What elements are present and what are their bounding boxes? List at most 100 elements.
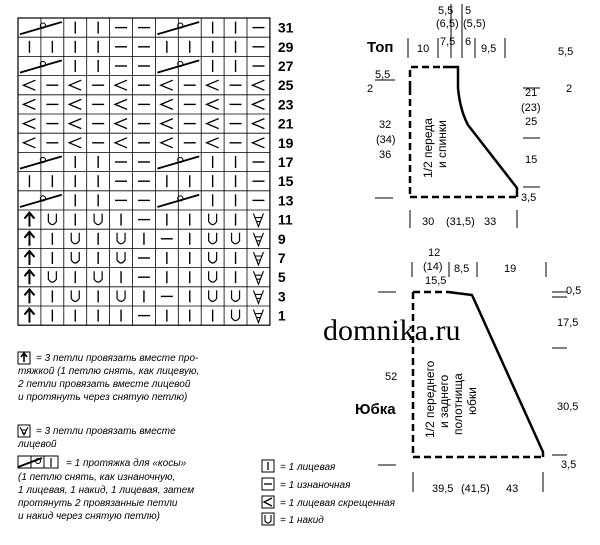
legend-text-2: тяжкой (1 петлю снять, как лицевую, bbox=[18, 366, 199, 377]
dim-19: 19 bbox=[504, 263, 516, 275]
legend-text-8: (1 петлю снять, как изнаночную, bbox=[18, 472, 175, 483]
dim-21: 21 bbox=[525, 87, 537, 99]
stitch-symbol bbox=[230, 232, 241, 245]
row-number: 23 bbox=[278, 96, 294, 112]
top-label-1: 1/2 переда bbox=[421, 118, 435, 178]
stitch-symbol bbox=[208, 271, 218, 283]
stitch-symbol bbox=[252, 213, 264, 229]
dim-6-5: (6,5) bbox=[436, 18, 459, 30]
stitch-symbol bbox=[23, 287, 36, 304]
dim-15-5: 15,5 bbox=[425, 275, 446, 287]
watermark: domnika.ru bbox=[323, 314, 460, 347]
stitch-symbol bbox=[19, 193, 63, 208]
legend-text-9: 1 лицевая, 1 накид, 1 лицевая, затем bbox=[18, 485, 194, 496]
dim-2-right: 2 bbox=[566, 83, 572, 95]
stitch-symbol bbox=[208, 252, 218, 264]
dim-8-5: 8,5 bbox=[454, 263, 469, 275]
stitch-symbol bbox=[23, 307, 36, 323]
dim-5: 5 bbox=[465, 5, 471, 17]
dim-34: (34) bbox=[376, 134, 396, 146]
stitch-symbol bbox=[116, 252, 126, 264]
stitch-symbol bbox=[19, 59, 63, 74]
stitch-symbol bbox=[204, 137, 219, 149]
row-number: 19 bbox=[278, 135, 294, 151]
stitch-symbol bbox=[250, 98, 265, 110]
row-number: 29 bbox=[278, 39, 294, 55]
dim-skirt-3-5: 3,5 bbox=[561, 459, 576, 471]
stitch-symbol bbox=[21, 118, 36, 130]
stitch-symbol bbox=[159, 79, 174, 91]
legend-knit: = 1 лицевая bbox=[280, 462, 336, 473]
stitch-symbol bbox=[113, 137, 128, 149]
k3tog-legend-icon bbox=[17, 424, 31, 438]
stitch-symbol bbox=[93, 213, 103, 226]
row-number: 25 bbox=[278, 77, 294, 93]
legend-text-5: = 3 петли провязать вместе bbox=[36, 426, 176, 437]
top-label-2: и спинки bbox=[435, 120, 449, 168]
stitch-symbol bbox=[23, 249, 36, 265]
stitch-symbol bbox=[47, 213, 57, 226]
dim-33: 33 bbox=[484, 216, 496, 228]
stitch-symbol bbox=[67, 98, 82, 110]
stitch-symbol bbox=[157, 21, 200, 36]
skirt-label-1: 1/2 переднего bbox=[423, 360, 437, 438]
dim-30-5: 30,5 bbox=[557, 401, 578, 413]
stitch-symbol bbox=[252, 309, 264, 325]
legend-purl: = 1 изнаночная bbox=[280, 480, 351, 491]
dim-39-5: 39,5 bbox=[432, 483, 453, 495]
stitch-symbol bbox=[70, 232, 80, 245]
stitch-symbol bbox=[19, 155, 63, 170]
stitch-symbol bbox=[70, 252, 80, 264]
stitch-symbol bbox=[252, 232, 264, 248]
skirt-title: Юбка bbox=[355, 401, 396, 418]
stitch-symbol bbox=[93, 271, 103, 283]
stitch-symbol bbox=[113, 98, 128, 110]
skirt-label-3: полотнища bbox=[451, 373, 465, 435]
stitch-symbol bbox=[250, 79, 265, 91]
legend-right: = 1 лицевая = 1 изнаночная = 1 лицевая с… bbox=[261, 459, 396, 526]
dim-52: 52 bbox=[385, 371, 397, 383]
dim-10: 10 bbox=[417, 43, 429, 55]
stitch-symbol bbox=[230, 290, 241, 302]
row-number: 11 bbox=[278, 212, 293, 228]
dim-36: 36 bbox=[379, 149, 391, 161]
stitch-symbol bbox=[21, 137, 36, 149]
dim-3-5: 3,5 bbox=[521, 192, 536, 204]
stitch-symbol bbox=[204, 98, 219, 110]
stitch-symbol bbox=[159, 118, 174, 130]
legend-twisted: = 1 лицевая скрещенная bbox=[280, 498, 396, 509]
stitch-symbol bbox=[23, 211, 36, 227]
stitch-symbol bbox=[70, 290, 80, 302]
stitch-symbol bbox=[113, 118, 128, 130]
legend-text-6: лицевой bbox=[17, 439, 57, 450]
dim-5-5-right: 5,5 bbox=[558, 46, 573, 58]
skirt-label-2: и заднего bbox=[437, 374, 451, 428]
dim-25: 25 bbox=[525, 116, 537, 128]
cable-legend-icon bbox=[17, 455, 59, 469]
stitch-symbol bbox=[67, 118, 82, 130]
row-number: 27 bbox=[278, 58, 294, 74]
stitch-symbol bbox=[204, 118, 219, 130]
row-number: 1 bbox=[278, 308, 286, 324]
dim-43: 43 bbox=[506, 483, 518, 495]
dim-17-5: 17,5 bbox=[557, 317, 578, 329]
row-number: 7 bbox=[278, 250, 286, 266]
dim-31-5: (31,5) bbox=[446, 216, 475, 228]
stitch-symbol bbox=[23, 268, 36, 285]
row-number: 9 bbox=[278, 231, 286, 247]
stitch-symbol bbox=[230, 309, 241, 322]
stitch-symbol bbox=[157, 155, 200, 170]
stitch-symbol bbox=[157, 59, 200, 74]
dim-5-5b: (5,5) bbox=[463, 18, 486, 30]
dim-9-5: 9,5 bbox=[481, 43, 496, 55]
stitch-symbol bbox=[21, 98, 36, 110]
row-number: 3 bbox=[278, 288, 286, 304]
legend-yarnover: = 1 накид bbox=[280, 515, 324, 526]
row-number: 17 bbox=[278, 154, 294, 170]
top-schematic: Топ 10 5,5 (6,5) 7,5 5 (5,5) 6 9,5 5,5 5… bbox=[367, 4, 573, 228]
dim-23: (23) bbox=[521, 102, 541, 114]
skirt-schematic: 12 (14) 15,5 8,5 19 52 0,5 17,5 30,5 3,5… bbox=[355, 247, 581, 495]
stitch-symbol bbox=[67, 137, 82, 149]
